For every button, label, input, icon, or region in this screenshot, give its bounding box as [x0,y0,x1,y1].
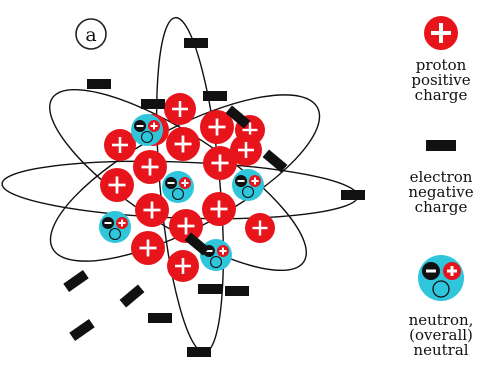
neutron [200,239,232,271]
proton [230,134,262,166]
svg-text:a: a [85,24,96,46]
electron [198,284,222,294]
proton [133,150,167,184]
legend-electron-text: electron negative charge [391,170,483,215]
electron [341,190,365,200]
legend-neutron-icon [418,255,464,301]
legend-electron-icon [426,140,456,151]
electron [141,99,165,109]
legend-proton-icon [424,16,458,50]
electron [63,270,88,292]
legend-proton-text: proton positive charge [391,58,483,103]
neutron [131,114,163,146]
proton [202,192,236,226]
electron [69,319,94,341]
proton [100,168,134,202]
electron [187,347,211,357]
electron [184,38,208,48]
proton [131,231,165,265]
panel-label: a [76,19,106,49]
legend-electron-line3: charge [391,200,483,215]
electron [203,91,227,101]
legend-neutron-line3: neutral [391,343,483,358]
electron [120,284,145,307]
proton [164,93,196,125]
legend-neutron-text: neutron, (overall) neutral [391,313,483,358]
neutron [162,171,194,203]
proton [167,250,199,282]
neutron [99,211,131,243]
neutron [232,169,264,201]
proton [166,127,200,161]
proton [135,193,169,227]
electron [225,286,249,296]
electron [87,79,111,89]
proton [169,209,203,243]
legend-proton-line3: charge [391,88,483,103]
electron [148,313,172,323]
proton [245,213,275,243]
proton [104,129,136,161]
